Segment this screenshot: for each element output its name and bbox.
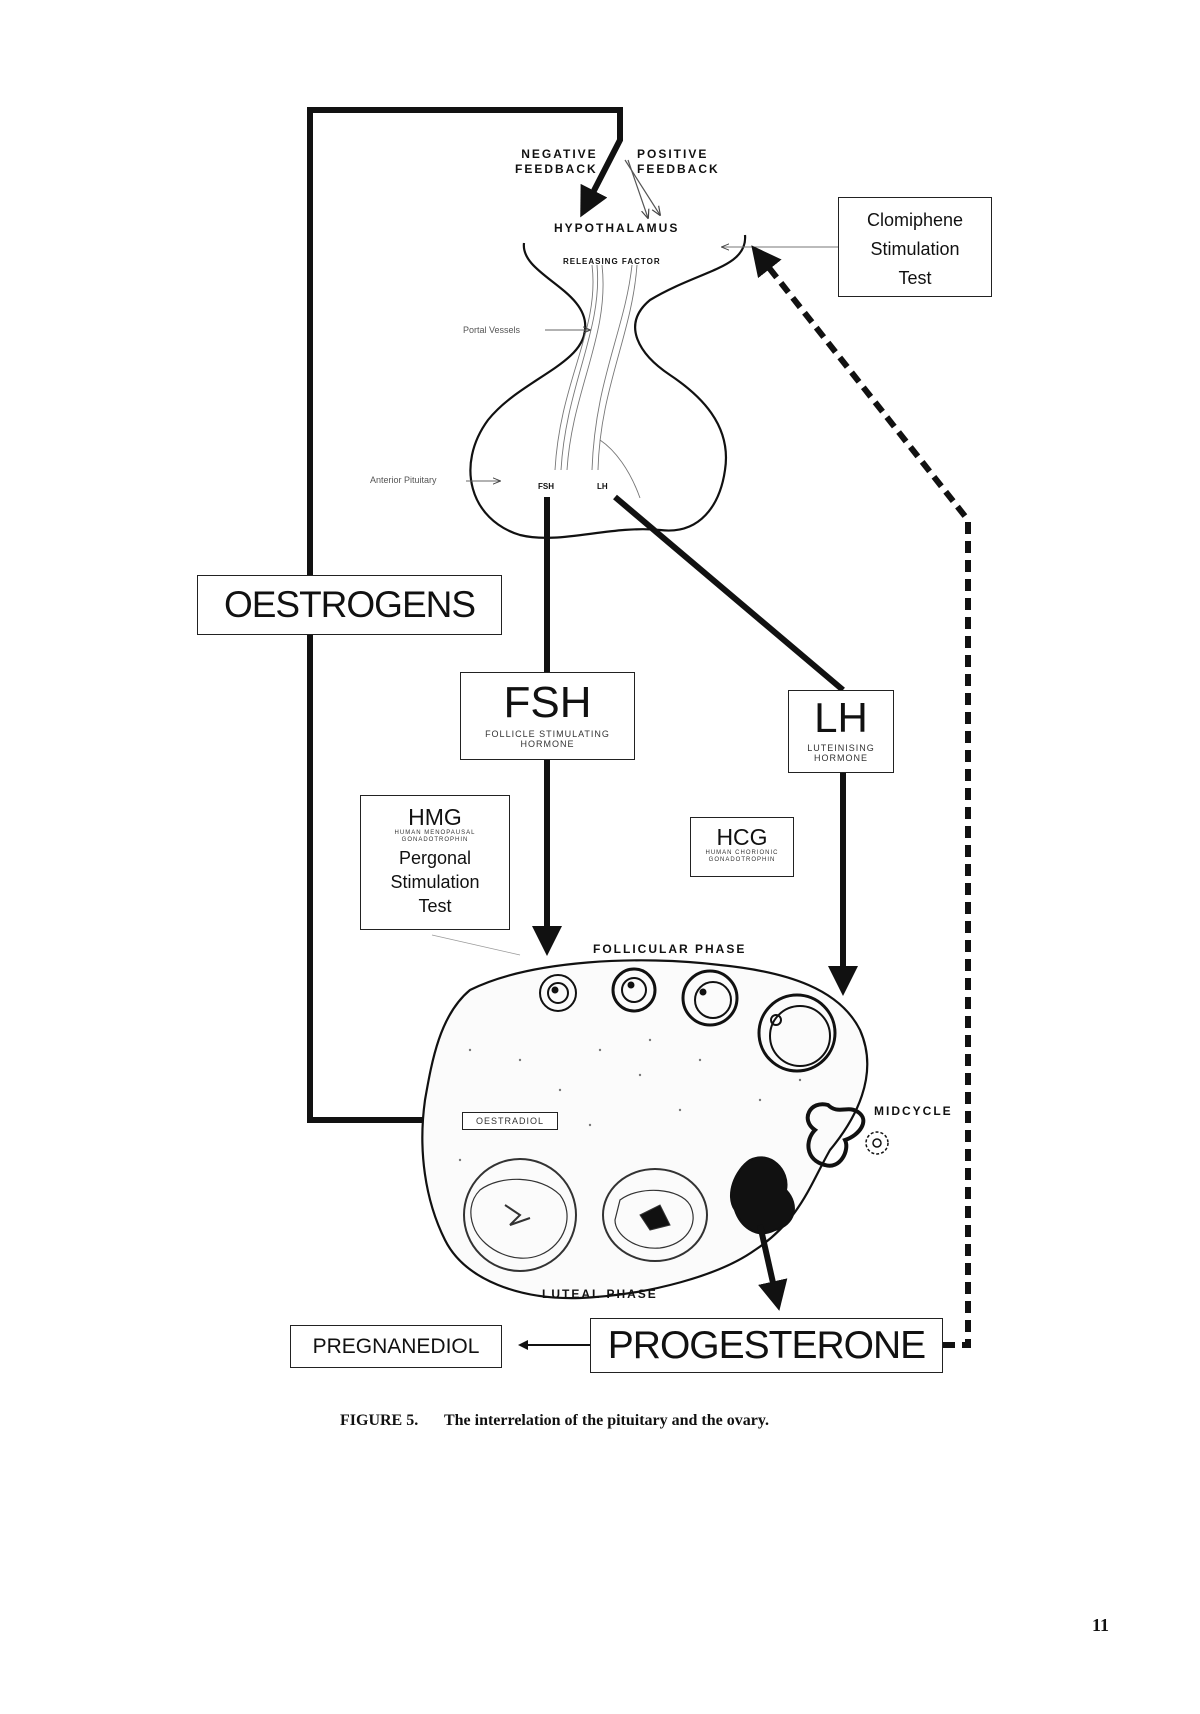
portal-vessels-label: Portal Vessels bbox=[463, 325, 521, 335]
hmg-subtitle-2: GONADOTROPHIN bbox=[401, 837, 469, 843]
lh-subtitle-2: HORMONE bbox=[814, 753, 868, 763]
hmg-pointer bbox=[431, 934, 521, 956]
ruptured-follicle bbox=[805, 1102, 866, 1168]
progesterone-feedback-line bbox=[751, 245, 971, 1348]
clomiphene-line-2: Stimulation bbox=[870, 239, 960, 259]
progesterone-box: PROGESTERONE bbox=[590, 1318, 943, 1373]
hypothalamus-label: HYPOTHALAMUS bbox=[554, 221, 680, 235]
progesterone-arrow bbox=[757, 1224, 788, 1311]
hcg-subtitle-2: GONADOTROPHIN bbox=[708, 857, 776, 863]
fsh-subtitle-1: FOLLICLE STIMULATING bbox=[485, 729, 610, 739]
hypothalamus-pituitary-outline bbox=[469, 234, 747, 539]
lh-small-label: LH bbox=[597, 482, 608, 491]
oestrogen-feedback-line bbox=[307, 107, 623, 1123]
follicle-1 bbox=[539, 974, 577, 1012]
pregnanediol-label: PREGNANEDIOL bbox=[312, 1335, 480, 1358]
lh-title: LH bbox=[814, 694, 868, 741]
luteal-phase-label: LUTEAL PHASE bbox=[542, 1287, 658, 1301]
corpus-luteum-dark bbox=[730, 1156, 795, 1235]
progesterone-label: PROGESTERONE bbox=[607, 1324, 926, 1367]
anterior-pituitary-label: Anterior Pituitary bbox=[370, 475, 437, 485]
hmg-subtitle-1: HUMAN MENOPAUSAL bbox=[394, 830, 476, 836]
fsh-title: FSH bbox=[503, 678, 592, 727]
hcg-box: HCG HUMAN CHORIONIC GONADOTROPHIN bbox=[690, 817, 794, 877]
lh-line-upper bbox=[613, 494, 845, 693]
figure-caption-text: The interrelation of the pituitary and t… bbox=[443, 1412, 769, 1429]
lh-box: LH LUTEINISING HORMONE bbox=[788, 690, 894, 773]
fsh-small-label: FSH bbox=[538, 482, 554, 491]
corpus-luteum-mature bbox=[463, 1158, 577, 1272]
corpus-luteum-regressing bbox=[602, 1168, 708, 1262]
page-number: 11 bbox=[1092, 1615, 1110, 1635]
portal-vessels bbox=[554, 264, 641, 499]
clomiphene-box: Clomiphene Stimulation Test bbox=[838, 197, 992, 297]
oestrogens-box: OESTROGENS bbox=[197, 575, 502, 635]
follicle-3 bbox=[681, 969, 739, 1027]
hmg-title: HMG bbox=[408, 804, 462, 830]
oestrogens-label: OESTROGENS bbox=[223, 584, 476, 625]
follicular-phase-label: FOLLICULAR PHASE bbox=[593, 942, 747, 956]
clomiphene-line-1: Clomiphene bbox=[866, 210, 964, 230]
pregnanediol-box: PREGNANEDIOL bbox=[290, 1325, 502, 1368]
hcg-subtitle-1: HUMAN CHORIONIC bbox=[705, 850, 779, 856]
figure-caption: FIGURE 5. The interrelation of the pitui… bbox=[340, 1412, 769, 1430]
hmg-box: HMG HUMAN MENOPAUSAL GONADOTROPHIN Pergo… bbox=[360, 795, 510, 930]
hcg-title: HCG bbox=[716, 824, 768, 850]
oestradiol-label: OESTRADIOL bbox=[475, 1116, 544, 1126]
midcycle-label: MIDCYCLE bbox=[874, 1104, 953, 1118]
negative-feedback-label: NEGATIVE FEEDBACK bbox=[515, 147, 598, 176]
ovary-stipple bbox=[458, 1038, 802, 1162]
follicle-2 bbox=[611, 967, 657, 1013]
clomiphene-line-3: Test bbox=[898, 268, 932, 288]
positive-feedback-arrows bbox=[624, 159, 660, 218]
lh-subtitle-1: LUTEINISING bbox=[807, 743, 875, 753]
oestradiol-box: OESTRADIOL bbox=[462, 1112, 558, 1130]
fsh-subtitle-2: HORMONE bbox=[520, 739, 575, 749]
hmg-body-2: Stimulation bbox=[390, 872, 480, 892]
releasing-factor-label: RELEASING FACTOR bbox=[563, 257, 661, 266]
hmg-body-1: Pergonal bbox=[398, 848, 472, 868]
ovum-released bbox=[865, 1131, 889, 1155]
follicle-4 bbox=[757, 993, 837, 1073]
hmg-body-3: Test bbox=[418, 896, 452, 916]
positive-feedback-label: POSITIVE FEEDBACK bbox=[637, 147, 720, 176]
figure-number: FIGURE 5. bbox=[340, 1412, 419, 1429]
fsh-box: FSH FOLLICLE STIMULATING HORMONE bbox=[460, 672, 635, 760]
